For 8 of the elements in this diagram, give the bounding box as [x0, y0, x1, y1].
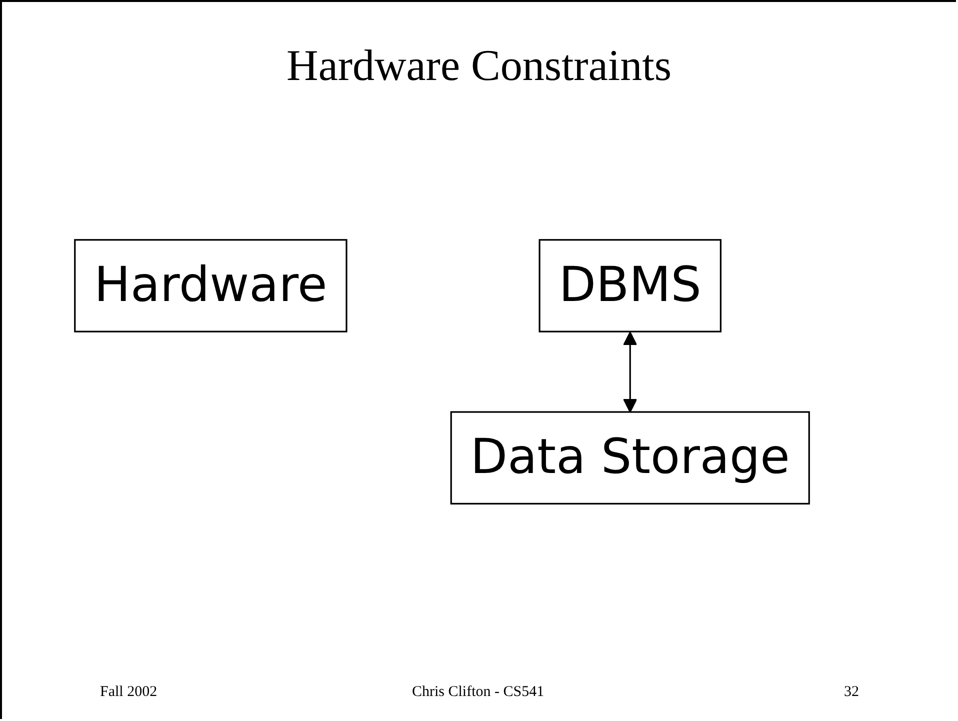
- arrow: [623, 332, 638, 413]
- footer-text: Fall 2002: [100, 684, 158, 701]
- footer-text: Chris Clifton - CS541: [412, 684, 544, 701]
- footer-text: 32: [844, 684, 859, 701]
- node-box: Data Storage: [450, 411, 810, 505]
- slide-title: Hardware Constraints: [286, 40, 672, 91]
- node-box: DBMS: [538, 239, 722, 333]
- node-box: Hardware: [74, 239, 348, 333]
